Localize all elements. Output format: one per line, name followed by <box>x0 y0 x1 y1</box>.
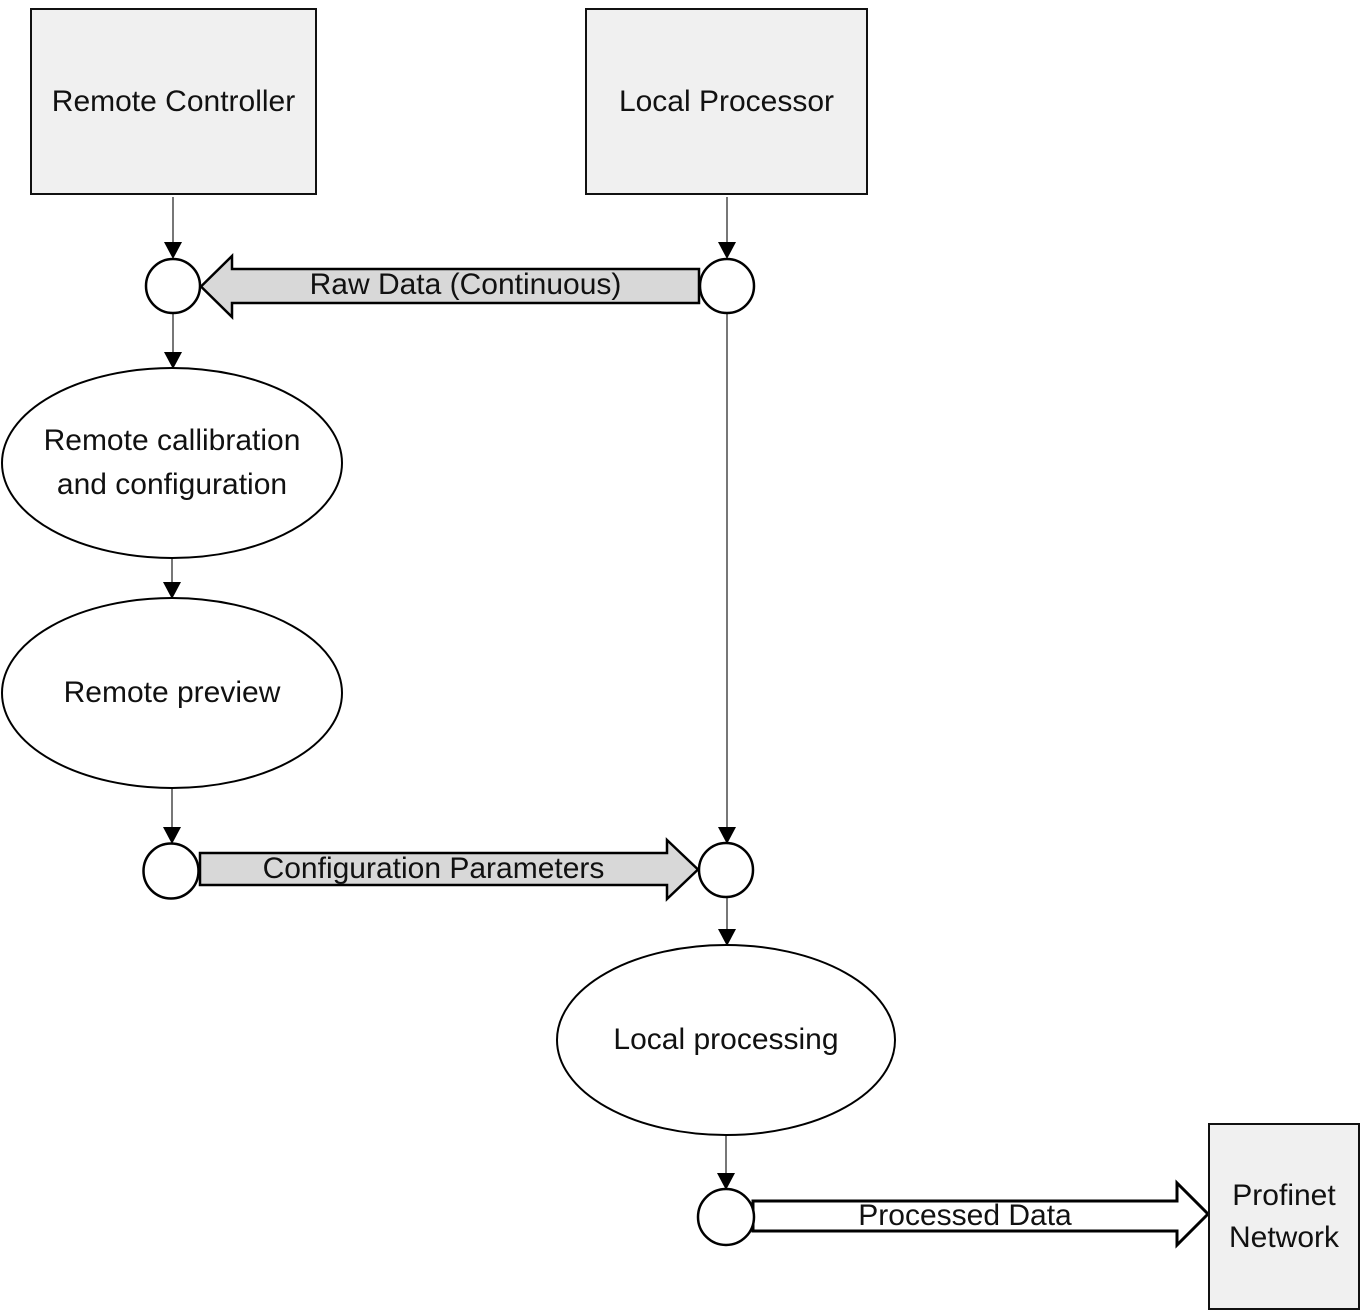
process-ellipses <box>1 367 896 1136</box>
arrowhead-into-junction3 <box>163 827 181 844</box>
remote-controller-node: Remote Controller <box>30 8 317 195</box>
remote-preview-ellipse <box>1 597 343 789</box>
arrowhead-into-calibration <box>164 352 182 369</box>
junction-circle-4 <box>697 841 755 899</box>
remote-calibration-ellipse <box>1 367 343 559</box>
raw-data-flow-arrow <box>199 253 701 320</box>
processed-data-flow-arrow <box>751 1179 1211 1249</box>
junction-circle-3 <box>142 842 200 900</box>
arrowhead-into-junction4 <box>718 827 736 844</box>
arrowhead-into-junction5 <box>717 1173 735 1190</box>
arrowhead-into-junction1 <box>164 242 182 259</box>
arrowhead-into-local-processing <box>718 929 736 946</box>
junction-circle-5 <box>696 1187 756 1247</box>
local-processor-label: Local Processor <box>618 84 835 118</box>
local-processor-node: Local Processor <box>585 8 868 195</box>
connector-arrowheads <box>163 242 736 1190</box>
junction-circles <box>142 257 756 1247</box>
remote-controller-label: Remote Controller <box>51 84 296 118</box>
local-processing-ellipse <box>556 944 896 1136</box>
configuration-parameters-flow-arrow <box>198 837 700 902</box>
connector-lines <box>171 197 728 1182</box>
profinet-network-label: Profinet Network <box>1228 1178 1340 1254</box>
profinet-network-node: Profinet Network <box>1208 1123 1360 1310</box>
arrowhead-into-junction2 <box>718 242 736 259</box>
junction-circle-2 <box>698 257 756 315</box>
arrowhead-into-preview <box>163 582 181 599</box>
junction-circle-1 <box>144 257 202 315</box>
